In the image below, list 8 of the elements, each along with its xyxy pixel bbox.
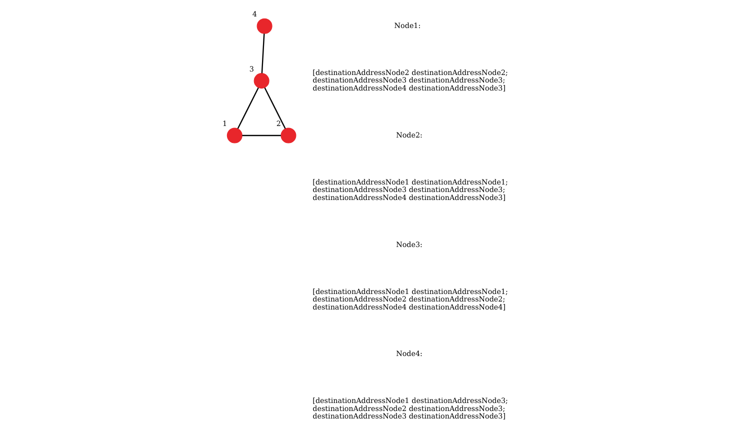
node-circle [256, 18, 272, 34]
connector [264, 88, 286, 129]
node-circle [226, 128, 242, 144]
connector [261, 34, 265, 74]
node-circle [254, 73, 270, 89]
connector [237, 88, 259, 129]
connector [242, 134, 281, 136]
node-circle [280, 128, 296, 144]
